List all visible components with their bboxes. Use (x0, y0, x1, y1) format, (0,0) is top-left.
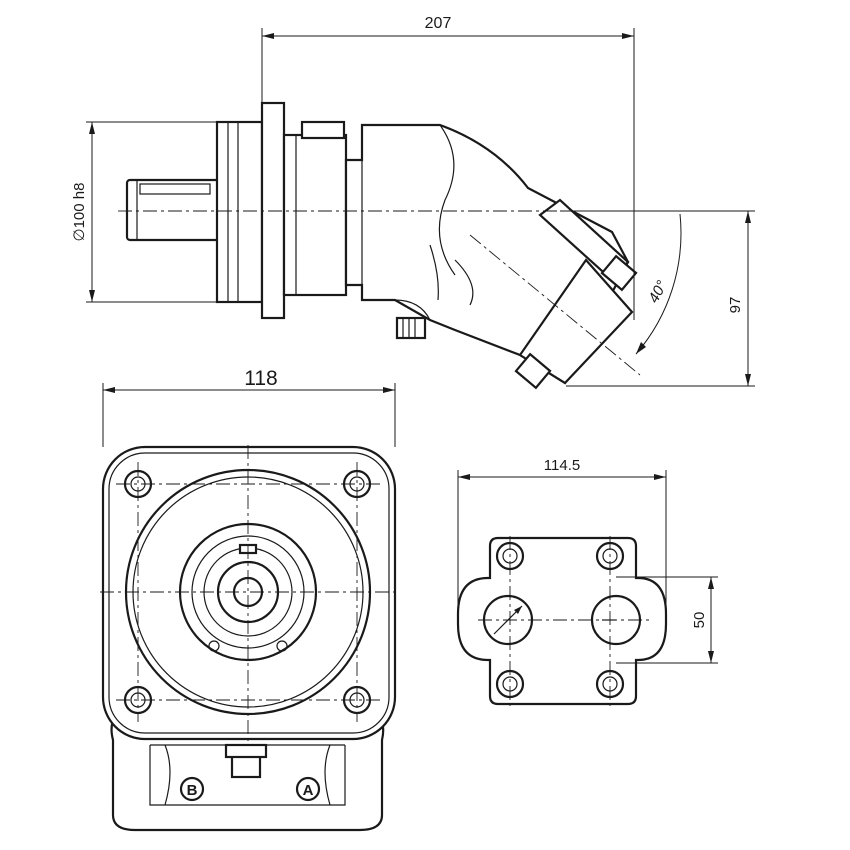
square-flange (101, 445, 397, 741)
front-view: B A (100, 445, 397, 832)
side-view (118, 101, 641, 390)
side-view-dimensions: 207 ∅100 h8 40° 97 (71, 15, 755, 387)
front-view-dimensions: 118 (102, 367, 396, 447)
port-plate (456, 536, 668, 706)
port-b-marker (179, 776, 205, 802)
port-b-label: B (187, 782, 198, 799)
port-a-label: A (303, 782, 314, 799)
dim-port-spacing: 50 (691, 612, 708, 629)
dim-flange-diameter: ∅100 h8 (71, 183, 88, 242)
dim-port-plate-width: 114.5 (544, 457, 580, 474)
flange-hub (215, 120, 264, 304)
dim-angle: 40° (645, 278, 671, 306)
drain-fitting (395, 316, 427, 340)
mounting-flange (260, 101, 286, 320)
dim-overall-length: 207 (425, 15, 452, 32)
inclined-port-plate (518, 258, 634, 385)
shaft (125, 178, 221, 242)
port-a-marker (295, 776, 321, 802)
motor-body (282, 133, 348, 297)
dim-height: 97 (727, 297, 744, 314)
dim-front-width: 118 (244, 367, 277, 390)
port-plate-view (456, 536, 668, 706)
port-plate-dimensions: 114.5 50 (457, 457, 718, 664)
